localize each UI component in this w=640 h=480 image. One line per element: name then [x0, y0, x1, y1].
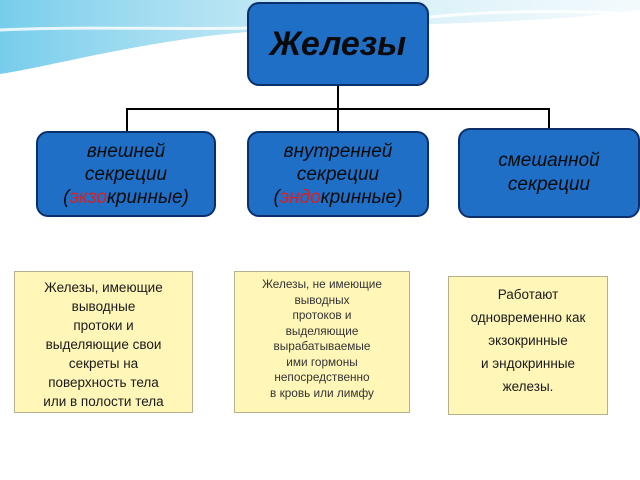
description-line: протоков и: [292, 308, 352, 322]
description-line: Работают: [497, 287, 559, 302]
description-line: Железы, не имеющие: [262, 277, 382, 291]
node-label-segment: секреции: [507, 174, 591, 195]
description-line: протоки и: [73, 318, 134, 333]
connector-right: [548, 108, 550, 128]
node-label-line: секреции: [297, 163, 379, 186]
description-line: поверхность тела: [48, 375, 159, 390]
node-label-segment: секреции: [84, 163, 168, 185]
node-label-segment: внутренней: [283, 140, 393, 162]
node-label-segment: смешанной: [498, 150, 600, 171]
connector-trunk: [337, 86, 339, 109]
node-label-segment: кринные): [320, 186, 403, 208]
root-node: Железы: [247, 2, 429, 86]
root-label: Железы: [269, 24, 407, 63]
node-label-line: (экзокринные): [63, 186, 189, 209]
node-label-line: секреции: [85, 163, 167, 186]
description-line: секреты на: [68, 356, 139, 371]
connector-left: [126, 108, 128, 131]
node-label-segment: кринные): [106, 186, 189, 208]
description-line: вырабатываемые: [273, 339, 371, 353]
description-mixed: Работают одновременно как экзокринные и энд…: [448, 276, 608, 415]
node-label-segment: секреции: [296, 163, 380, 185]
description-line: выводные: [71, 299, 136, 314]
highlight-prefix: эндо: [279, 186, 321, 208]
node-label-segment: (: [63, 186, 70, 208]
node-mixed-secretion: смешанной секреции: [458, 128, 640, 218]
node-label-line: внутренней: [284, 140, 393, 163]
description-line: ими гормоны: [286, 354, 358, 369]
description-line: железы.: [502, 379, 554, 394]
node-label-line: внешней: [87, 140, 165, 163]
node-label-segment: внешней: [86, 140, 166, 162]
description-line: экзокринные: [488, 333, 568, 348]
highlight-prefix: экзо: [69, 186, 107, 208]
description-external: Железы, имеющие выводные протоки и выделяющ…: [14, 271, 193, 413]
node-label-line: (эндокринные): [273, 186, 402, 209]
description-line: выделяющие свои: [45, 337, 162, 352]
node-label-line: смешанной: [498, 149, 599, 173]
node-label-line: секреции: [508, 173, 590, 197]
description-line: выделяющие: [285, 323, 359, 338]
description-line: или в полости тела: [43, 394, 164, 409]
node-label-segment: (: [273, 186, 280, 208]
description-line: и эндокринные: [480, 356, 576, 371]
description-line: в кровь или лимфу: [270, 385, 374, 400]
connector-middle: [337, 108, 339, 131]
description-line: одновременно как: [470, 310, 586, 325]
description-line: Железы, имеющие: [44, 280, 163, 295]
description-line: непосредственно: [274, 370, 370, 384]
description-line: выводных: [294, 292, 350, 307]
